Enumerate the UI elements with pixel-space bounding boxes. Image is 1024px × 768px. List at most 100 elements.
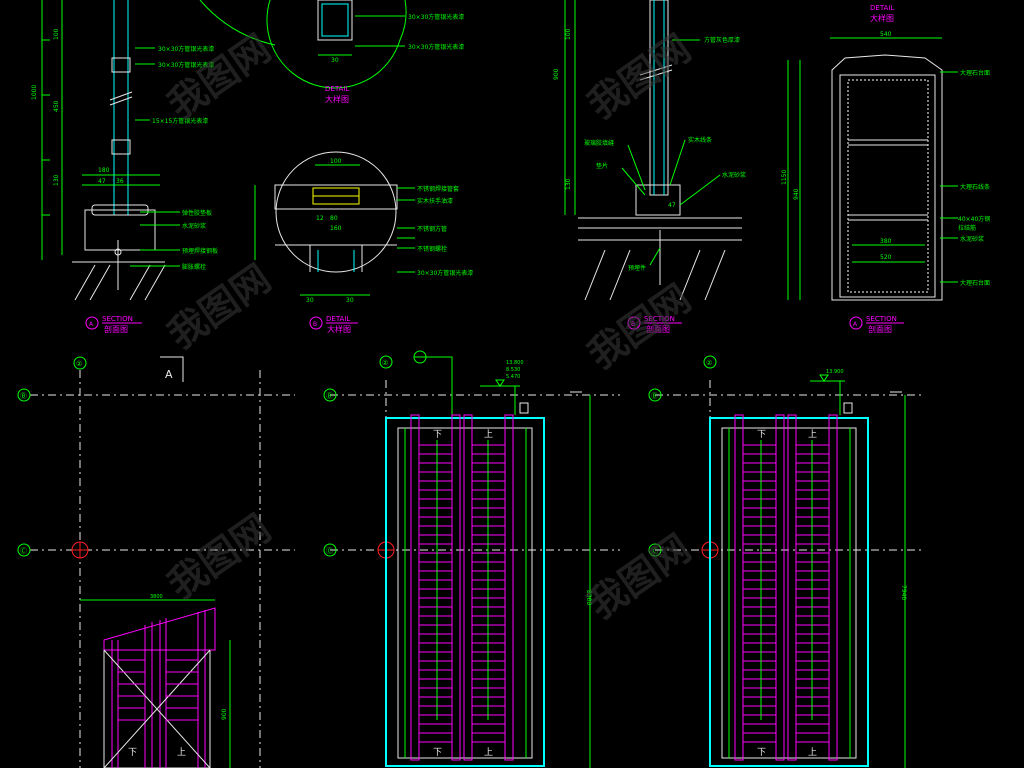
grid-label-top-2: ② xyxy=(382,359,388,367)
section-b-column xyxy=(564,0,742,301)
watermark-layer: 我图网 我图网 我图网 我图网 我图网 我图网 xyxy=(160,26,699,627)
marker-letter-1: A xyxy=(89,321,94,328)
dim-940: 940 xyxy=(793,188,800,200)
detail1-subtitle: 大样图 xyxy=(325,94,349,104)
watermark-4: 我图网 xyxy=(580,276,699,377)
section-subtitle-2: 大样图 xyxy=(327,324,351,334)
dim-520: 520 xyxy=(880,254,892,261)
section-title-4: SECTION xyxy=(866,315,897,323)
section-title-3: SECTION xyxy=(644,315,675,323)
section-a-railing-post xyxy=(41,0,180,301)
plan-view-middle: ② Ⓑ Ⓒ 13.800 8.530 5.470 下 上 xyxy=(323,350,620,768)
dim-7940: 7940 xyxy=(900,585,907,600)
label-embedded-plate: 预埋焊接钢板 xyxy=(182,247,218,255)
dim-30-b: 30 xyxy=(306,297,314,304)
down-label-5: 下 xyxy=(757,748,766,758)
dim-130-b: 130 xyxy=(565,178,572,190)
marker-letter-2: B xyxy=(313,321,317,328)
detail-circle-top xyxy=(199,0,407,89)
label-cement-mortar: 水泥砂浆 xyxy=(182,222,206,230)
label-expansion-bolt: 膨胀螺栓 xyxy=(182,263,206,271)
section-cut-a: A xyxy=(165,368,173,381)
up-label-5: 上 xyxy=(808,747,817,758)
label-rubber-pad: 弹性胶垫板 xyxy=(182,209,212,217)
label-pipe30-e: 30×30方管银光表漆 xyxy=(417,269,473,277)
label-gasket: 垫片 xyxy=(596,162,608,170)
grid-label-row2-2: Ⓒ xyxy=(326,547,333,555)
dim-450: 450 xyxy=(53,100,60,112)
dim-1000: 1000 xyxy=(31,85,38,100)
label-solid-wood-strip: 实木线条 xyxy=(688,136,712,144)
watermark-6: 我图网 xyxy=(580,526,699,627)
label-mortar2: 水泥砂浆 xyxy=(722,171,746,179)
grid-label-row1-3: Ⓑ xyxy=(651,392,658,400)
grid-label-top-1: ② xyxy=(76,360,82,368)
section-marker-1: A SECTION 剖面图 xyxy=(85,315,142,334)
watermark-1: 我图网 xyxy=(160,26,279,127)
down-label-4: 下 xyxy=(757,430,766,440)
detail4-caption: DETAIL 大样图 xyxy=(870,4,894,23)
label-ss-square: 不锈钢方管 xyxy=(417,225,447,233)
label-glass-wood: 玻璃胶填缝 xyxy=(584,139,614,147)
label-ss-bolt: 不锈钢螺栓 xyxy=(417,245,447,253)
label-pipe30-c: 30×30方管银光表漆 xyxy=(408,13,464,21)
dim-380: 380 xyxy=(880,238,892,245)
dim-30-a: 30 xyxy=(331,57,339,64)
section-subtitle-1: 剖面图 xyxy=(104,324,128,334)
elev-13900: 13.900 xyxy=(826,369,844,375)
down-label-3: 下 xyxy=(433,748,442,758)
dim-30-c: 30 xyxy=(346,297,354,304)
down-label-1: 下 xyxy=(128,748,137,758)
detail-circle-handrail xyxy=(254,151,415,296)
dim-130: 130 xyxy=(53,174,60,186)
label-pipe30-b: 30×30方管银光表漆 xyxy=(158,61,214,69)
grid-label-row2-1: Ⓒ xyxy=(20,547,27,555)
section-marker-2: B DETAIL 大样图 xyxy=(309,315,358,334)
label-steel-mesh2: 拉结筋 xyxy=(958,224,976,232)
label-marble-top: 大理石台面 xyxy=(960,69,990,77)
detail4-subtitle: 大样图 xyxy=(870,13,894,23)
label-hidden-bolt: 预埋件 xyxy=(628,264,646,272)
label-marble-base: 大理石台面 xyxy=(960,279,990,287)
up-label-4: 上 xyxy=(808,429,817,440)
label-cement-mortar2: 水泥砂浆 xyxy=(960,235,984,243)
dim-47: 47 xyxy=(98,178,106,185)
grid-label-row1-1: Ⓑ xyxy=(20,392,27,400)
label-steel-plate-pipe: 不锈钢焊接管套 xyxy=(417,185,459,193)
dim-180: 180 xyxy=(98,167,110,174)
dim-1150: 1150 xyxy=(781,170,788,185)
dim-100-a: 100 xyxy=(53,28,60,40)
dim-3800: 3800 xyxy=(150,594,163,600)
dim-900: 900 xyxy=(553,68,560,80)
up-label-1: 上 xyxy=(177,747,186,758)
watermark-5: 我图网 xyxy=(160,506,279,607)
label-steel-mesh: 40×40方钢 xyxy=(958,215,990,223)
dim-8300: 8300 xyxy=(585,590,592,605)
label-solid-wood: 实木扶手油漆 xyxy=(417,197,453,205)
dim-80: 80 xyxy=(330,215,338,222)
dim-36: 36 xyxy=(116,178,124,185)
label-pipe30-d: 30×30方管银光表漆 xyxy=(408,43,464,51)
section-marker-3: B SECTION 剖面图 xyxy=(627,315,682,334)
plan-view-left: ② Ⓑ Ⓒ A 3800 900 下 上 xyxy=(17,356,295,768)
marker-letter-3: B xyxy=(631,321,635,328)
marker-letter-4: A xyxy=(853,321,858,328)
label-marble-trim: 大理石线条 xyxy=(960,183,990,191)
elev-8530: 8.530 xyxy=(506,367,520,373)
down-label-2: 下 xyxy=(433,430,442,440)
section-subtitle-4: 剖面图 xyxy=(868,324,892,334)
section-marker-4: A SECTION 剖面图 xyxy=(849,315,904,334)
detail4-title: DETAIL xyxy=(870,4,894,12)
marble-column-detail xyxy=(787,37,958,301)
watermark-3: 我图网 xyxy=(160,256,279,357)
label-pipe30-a: 30×30方管银光表漆 xyxy=(158,45,214,53)
grid-label-row2-3: Ⓒ xyxy=(651,547,658,555)
dim-540: 540 xyxy=(880,31,892,38)
watermark-2: 我图网 xyxy=(580,26,699,127)
plan-view-right: ② Ⓑ Ⓒ 13.900 下 上 下 上 7940 xyxy=(648,355,925,768)
dim-100-c: 100 xyxy=(565,28,572,40)
section-title-2: DETAIL xyxy=(326,315,350,323)
dim-47-b: 47 xyxy=(668,202,676,209)
dim-160: 160 xyxy=(330,225,342,232)
